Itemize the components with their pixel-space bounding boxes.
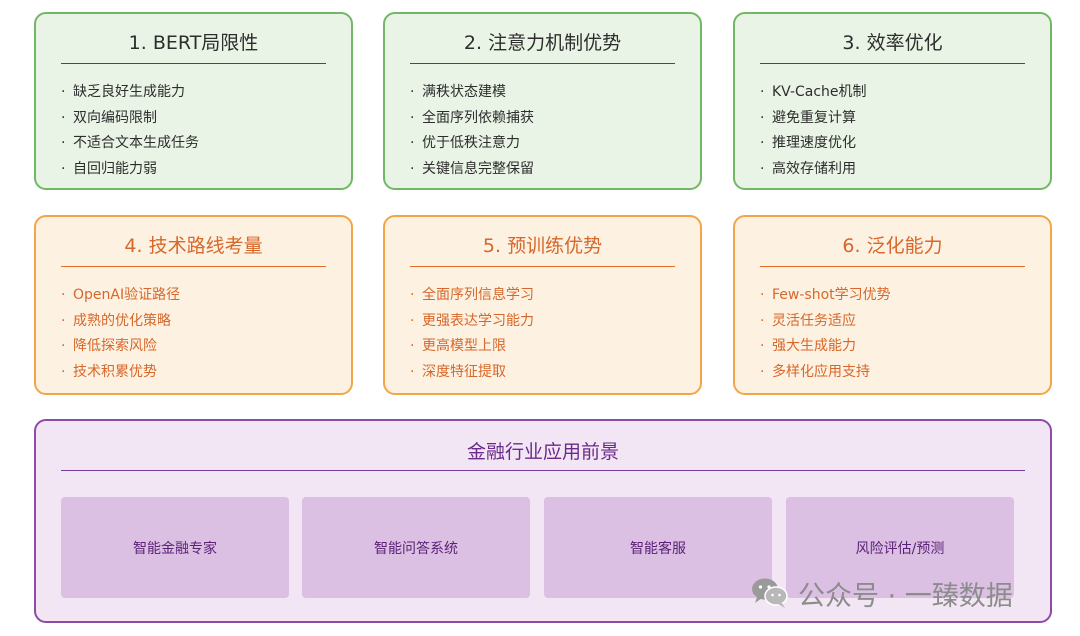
watermark-text: 公众号 · 一臻数据 <box>798 580 1013 612</box>
watermark: 公众号 · 一臻数据 <box>750 573 1013 613</box>
app-label: 风险评估/预测 <box>855 540 945 557</box>
bullet-icon: · <box>410 84 415 100</box>
card-title: 3. 效率优化 <box>842 32 943 54</box>
bullet-icon: · <box>760 109 765 126</box>
app-box-risk-assessment: 风险评估/预测 <box>786 497 1014 598</box>
card-list: ·缺乏良好生成能力 ·双向编码限制 ·不适合文本生成任务 ·自回归能力弱 <box>61 80 199 182</box>
bullet-icon: · <box>760 363 765 380</box>
applications-title: 金融行业应用前景 <box>466 441 619 463</box>
list-item: ·KV-Cache机制 <box>760 80 867 106</box>
card-efficiency: 3. 效率优化 ·KV-Cache机制 ·避免重复计算 ·推理速度优化 ·高效存… <box>733 12 1052 190</box>
list-item: ·推理速度优化 <box>760 131 867 157</box>
list-item: ·深度特征提取 <box>410 360 534 386</box>
app-box-customer-service: 智能客服 <box>544 497 772 598</box>
card-title: 4. 技术路线考量 <box>124 235 263 257</box>
list-item: ·满秩状态建模 <box>410 80 534 106</box>
card-title: 1. BERT局限性 <box>128 32 259 54</box>
divider <box>410 266 675 267</box>
bullet-icon: · <box>61 363 66 380</box>
divider <box>410 63 675 64</box>
bullet-icon: · <box>61 160 66 177</box>
bullet-icon: · <box>410 135 415 151</box>
divider <box>61 470 1025 471</box>
list-item: ·强大生成能力 <box>760 334 891 360</box>
bullet-icon: · <box>410 287 415 303</box>
card-tech-route: 4. 技术路线考量 ·OpenAI验证路径 ·成熟的优化策略 ·降低探索风险 ·… <box>34 215 353 395</box>
list-item: ·自回归能力弱 <box>61 157 199 183</box>
list-item: ·双向编码限制 <box>61 106 199 132</box>
divider <box>760 63 1025 64</box>
card-bert-limitations: 1. BERT局限性 ·缺乏良好生成能力 ·双向编码限制 ·不适合文本生成任务 … <box>34 12 353 190</box>
list-item: ·OpenAI验证路径 <box>61 283 180 309</box>
bullet-icon: · <box>760 312 765 329</box>
card-title: 5. 预训练优势 <box>482 235 603 257</box>
bullet-icon: · <box>61 135 66 151</box>
bullet-icon: · <box>410 363 415 380</box>
bullet-icon: · <box>61 109 66 126</box>
bullet-icon: · <box>760 135 765 151</box>
list-item: ·高效存储利用 <box>760 157 867 183</box>
bullet-icon: · <box>61 312 66 329</box>
list-item: ·避免重复计算 <box>760 106 867 132</box>
list-item: ·灵活任务适应 <box>760 309 891 335</box>
wechat-icon <box>752 578 788 608</box>
card-list: ·Few-shot学习优势 ·灵活任务适应 ·强大生成能力 ·多样化应用支持 <box>760 283 891 385</box>
bullet-icon: · <box>410 338 415 354</box>
list-item: ·多样化应用支持 <box>760 360 891 386</box>
card-list: ·OpenAI验证路径 ·成熟的优化策略 ·降低探索风险 ·技术积累优势 <box>61 283 180 385</box>
bullet-icon: · <box>410 109 415 126</box>
app-box-qa-system: 智能问答系统 <box>302 497 530 598</box>
list-item: ·成熟的优化策略 <box>61 309 180 335</box>
card-attention-advantages: 2. 注意力机制优势 ·满秩状态建模 ·全面序列依赖捕获 ·优于低秩注意力 ·关… <box>383 12 702 190</box>
bullet-icon: · <box>410 312 415 329</box>
card-list: ·满秩状态建模 ·全面序列依赖捕获 ·优于低秩注意力 ·关键信息完整保留 <box>410 80 534 182</box>
card-generalization: 6. 泛化能力 ·Few-shot学习优势 ·灵活任务适应 ·强大生成能力 ·多… <box>733 215 1052 395</box>
app-label: 智能金融专家 <box>133 540 217 557</box>
app-box-financial-expert: 智能金融专家 <box>61 497 289 598</box>
divider <box>760 266 1025 267</box>
app-label: 智能客服 <box>630 540 686 557</box>
app-label: 智能问答系统 <box>374 540 458 557</box>
list-item: ·更高模型上限 <box>410 334 534 360</box>
list-item: ·降低探索风险 <box>61 334 180 360</box>
bullet-icon: · <box>760 338 765 354</box>
bullet-icon: · <box>760 160 765 177</box>
list-item: ·关键信息完整保留 <box>410 157 534 183</box>
list-item: ·技术积累优势 <box>61 360 180 386</box>
bullet-icon: · <box>760 287 765 303</box>
card-title: 6. 泛化能力 <box>842 235 943 257</box>
list-item: ·优于低秩注意力 <box>410 131 534 157</box>
divider <box>61 266 326 267</box>
list-item: ·缺乏良好生成能力 <box>61 80 199 106</box>
card-list: ·KV-Cache机制 ·避免重复计算 ·推理速度优化 ·高效存储利用 <box>760 80 867 182</box>
list-item: ·全面序列信息学习 <box>410 283 534 309</box>
card-list: ·全面序列信息学习 ·更强表达学习能力 ·更高模型上限 ·深度特征提取 <box>410 283 534 385</box>
divider <box>61 63 326 64</box>
card-title: 2. 注意力机制优势 <box>463 32 622 54</box>
list-item: ·全面序列依赖捕获 <box>410 106 534 132</box>
bullet-icon: · <box>760 84 765 100</box>
bullet-icon: · <box>61 338 66 354</box>
list-item: ·不适合文本生成任务 <box>61 131 199 157</box>
list-item: ·更强表达学习能力 <box>410 309 534 335</box>
list-item: ·Few-shot学习优势 <box>760 283 891 309</box>
card-pretraining: 5. 预训练优势 ·全面序列信息学习 ·更强表达学习能力 ·更高模型上限 ·深度… <box>383 215 702 395</box>
bullet-icon: · <box>61 287 66 303</box>
applications-panel: 金融行业应用前景 智能金融专家 智能问答系统 智能客服 风险评估/预测 <box>34 419 1052 623</box>
bullet-icon: · <box>61 84 66 100</box>
bullet-icon: · <box>410 160 415 177</box>
